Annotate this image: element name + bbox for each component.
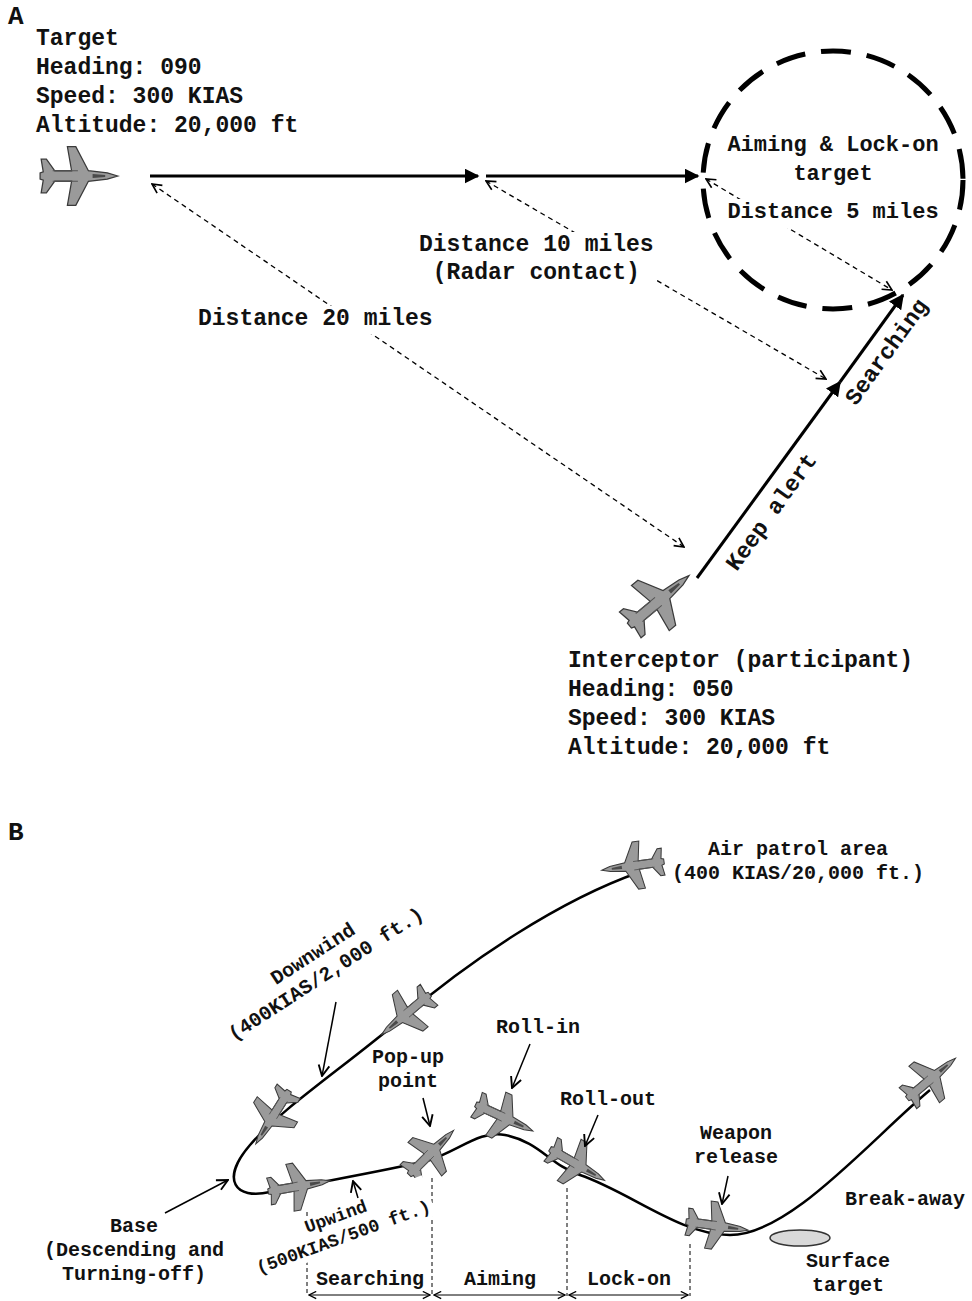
phase-bracket — [569, 1295, 688, 1296]
phase-bracket — [434, 1295, 565, 1296]
point-label: Pop-up point — [372, 1046, 444, 1094]
text-line: (Descending and — [44, 1239, 224, 1263]
text-line: (400 KIAS/20,000 ft.) — [672, 862, 924, 886]
upwind-jet — [264, 1157, 334, 1215]
roll-out-jet — [538, 1128, 616, 1201]
jet-icon — [683, 1198, 752, 1254]
leader-arrow — [512, 1044, 530, 1088]
text-line: release — [694, 1146, 778, 1170]
zone-note: Distance 5 miles — [724, 199, 941, 228]
leg-label: Base (Descending and Turning-off) — [44, 1215, 224, 1287]
text-line: Weapon — [694, 1122, 778, 1146]
phase-label: Lock-on — [569, 1268, 689, 1292]
text-line: Air patrol area — [672, 838, 924, 862]
roll-in-jet — [466, 1083, 543, 1153]
distance-leader — [706, 179, 892, 290]
aircraft-data: Heading: 050 — [568, 677, 734, 705]
phase-label: Aiming — [434, 1268, 566, 1292]
text-line: Pop-up — [372, 1046, 444, 1070]
jet-icon — [892, 1040, 971, 1117]
text-line: point — [372, 1070, 444, 1094]
jet-icon — [366, 976, 445, 1053]
leader-arrow — [722, 1176, 728, 1204]
text-line: target — [727, 161, 938, 190]
jet-icon — [611, 553, 708, 648]
aircraft-data: Heading: 090 — [36, 55, 202, 83]
lock-on-zone: Aiming & Lock-on targetDistance 5 miles — [700, 48, 966, 312]
point-label: Roll-out — [560, 1088, 656, 1112]
text-line: Distance 10 miles — [419, 232, 654, 260]
target-track — [150, 175, 478, 178]
aircraft-label: Target — [36, 26, 119, 54]
aircraft-data: Speed: 300 KIAS — [568, 706, 775, 734]
point-label: Break-away — [845, 1188, 965, 1212]
phase-label: Searching — [840, 295, 935, 412]
phase-label: Searching — [309, 1268, 431, 1292]
panel-letter: A — [8, 2, 24, 33]
text-line: Surface — [806, 1250, 890, 1274]
text-line: (Radar contact) — [419, 260, 654, 288]
aircraft-label: Interceptor (participant) — [568, 648, 913, 676]
jet-icon — [264, 1157, 334, 1215]
jet-icon — [538, 1128, 616, 1201]
distance-label: Distance 20 miles — [195, 306, 436, 334]
phase-bracket — [309, 1295, 430, 1296]
popup-jet — [392, 1114, 470, 1192]
point-label: Weapon release — [694, 1122, 778, 1170]
area-label: Air patrol area (400 KIAS/20,000 ft.) — [672, 838, 924, 886]
jet-icon — [598, 838, 667, 894]
jet-icon — [392, 1114, 470, 1192]
leader-arrow — [322, 1002, 336, 1076]
leader-arrow — [585, 1115, 598, 1146]
text-line: Turning-off) — [44, 1263, 224, 1287]
leader-arrow — [353, 1181, 358, 1198]
target-label: Surface target — [806, 1250, 890, 1298]
text-line: target — [806, 1274, 890, 1298]
jet-icon — [40, 147, 118, 206]
target-track — [486, 175, 698, 178]
break-away-jet — [892, 1040, 971, 1117]
surface-target-symbol — [770, 1230, 830, 1246]
text-line: Aiming & Lock-on — [727, 132, 938, 161]
text-line: Downwind — [211, 883, 415, 1027]
phase-label: Keep alert — [721, 449, 824, 577]
release-jet — [683, 1198, 752, 1254]
phase-divider — [567, 1188, 568, 1296]
leader-arrow — [423, 1098, 430, 1126]
phase-divider — [432, 1178, 433, 1296]
downwind-jet — [366, 976, 445, 1053]
text-line: Base — [44, 1215, 224, 1239]
interceptor-track — [697, 382, 840, 578]
patrol-jet — [598, 838, 667, 894]
zone-content: Aiming & Lock-on targetDistance 5 miles — [700, 48, 966, 312]
jet-icon — [466, 1083, 543, 1153]
distance-leader — [152, 184, 684, 547]
point-label: Roll-in — [496, 1016, 580, 1040]
aircraft-data: Altitude: 20,000 ft — [568, 735, 830, 763]
jet-icon — [236, 1078, 310, 1157]
distance-label: Distance 10 miles (Radar contact) — [416, 232, 657, 287]
zone-title: Aiming & Lock-on target — [727, 132, 938, 189]
leader-arrow — [165, 1180, 228, 1213]
downwind-jet — [236, 1078, 310, 1157]
dashed-circle — [703, 51, 963, 309]
aircraft-data: Altitude: 20,000 ft — [36, 113, 298, 141]
interceptor-jet — [611, 553, 708, 648]
panel-b-drawing — [165, 838, 971, 1296]
aircraft-data: Speed: 300 KIAS — [36, 84, 243, 112]
phase-divider — [690, 1244, 691, 1296]
target-jet — [40, 147, 118, 206]
panel-letter: B — [8, 818, 24, 849]
